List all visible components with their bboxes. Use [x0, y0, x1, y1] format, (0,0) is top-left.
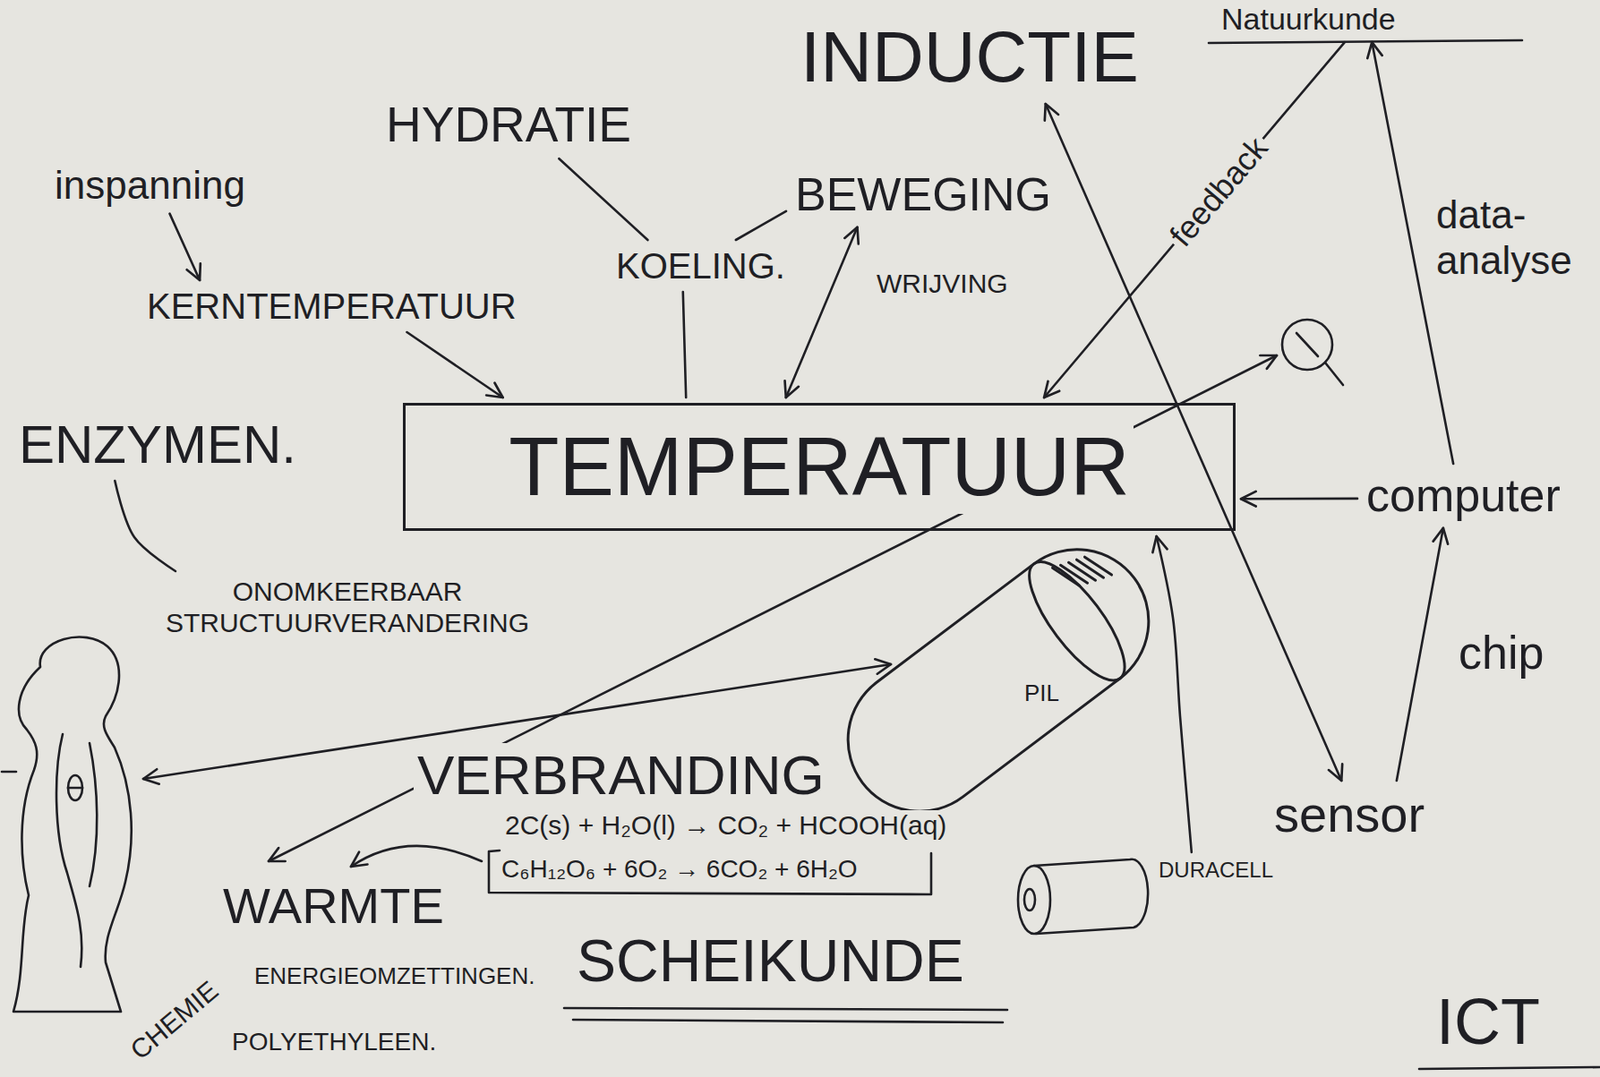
magnifier-symbol [1282, 319, 1344, 386]
node-text: HYDRATIE [382, 96, 635, 154]
node-text: TEMPERATUUR [504, 419, 1133, 515]
note: POLYETHYLEEN. [228, 1027, 440, 1057]
edge-tick [1, 770, 17, 774]
connector-label: WRIJVING [872, 268, 1012, 300]
connector-arrow [683, 291, 686, 398]
pill-shape: PIL [841, 546, 1156, 815]
equation: 2C(s) + H₂O(l) → CO₂ + HCOOH(aq) [501, 810, 950, 842]
connector-label: chip [1454, 626, 1548, 681]
node-text: KOELING. [612, 245, 789, 287]
topic-word: inspanning [51, 162, 249, 209]
connector-arrow [1156, 536, 1192, 853]
node-text: ENZYMEN. [15, 413, 300, 476]
connector-label: data-analyse [1432, 192, 1588, 283]
body-figure [13, 637, 132, 1012]
topic-word: BEWEGING [791, 168, 1055, 223]
subject-heading: CHEMIE [121, 973, 228, 1070]
node-text: DURACELL [1155, 857, 1277, 883]
connector-arrow [114, 480, 176, 572]
topic-word: WARMTE [219, 877, 448, 935]
node-text: BEWEGING [791, 168, 1055, 223]
connector-arrow [406, 332, 503, 398]
connector-arrow [786, 227, 858, 398]
battery-drawing [1018, 859, 1148, 934]
node-text: Natuurkunde [1217, 1, 1400, 37]
underline [564, 1008, 1008, 1023]
heading-word: VERBRANDING [413, 743, 829, 807]
underline [1419, 1067, 1600, 1070]
topic-word: computer [1362, 469, 1565, 523]
node-text: KERNTEMPERATUUR [143, 285, 521, 327]
subject-heading: SCHEIKUNDE [573, 927, 968, 996]
subject-heading: ICT [1432, 984, 1544, 1060]
body-inner-line [56, 734, 82, 967]
thermometer-symbol [68, 775, 83, 801]
node-text: sensor [1270, 786, 1429, 844]
underline [1208, 40, 1523, 43]
equation: C₆H₁₂O₆ + 6O₂ → 6CO₂ + 6H₂O [497, 855, 862, 884]
connector-arrow [1396, 528, 1444, 781]
equation-bracket [488, 850, 932, 895]
node-text: INDUCTIE [796, 16, 1143, 99]
central-box: TEMPERATUUR [402, 402, 1236, 531]
connector-arrow [558, 158, 648, 240]
topic-word: HYDRATIE [382, 96, 635, 154]
topic-word: INDUCTIE [796, 16, 1143, 99]
topic-word: ENZYMEN. [15, 413, 300, 476]
node-text: ONOMKEERBAAR STRUCTUURVERANDERING [132, 576, 563, 639]
node-text: computer [1362, 469, 1565, 523]
node-text: PIL [1020, 680, 1063, 708]
topic-word: KERNTEMPERATUUR [143, 285, 521, 327]
connector-arrow [170, 213, 201, 281]
connector-arrow [735, 211, 787, 240]
pill-outline [841, 546, 1156, 815]
thermometer-symbol [68, 787, 83, 790]
node-text: inspanning [51, 162, 249, 209]
topic-word: ONOMKEERBAAR STRUCTUURVERANDERING [132, 576, 563, 639]
brand-label: DURACELL [1155, 857, 1277, 883]
arrow-line [350, 846, 482, 867]
body-inner-line [89, 743, 97, 887]
connector-arrow [1240, 497, 1358, 501]
subject-heading: Natuurkunde [1217, 1, 1400, 37]
topic-word: sensor [1270, 786, 1429, 844]
node-text: WARMTE [219, 877, 448, 935]
note: ENERGIEOMZETTINGEN. [250, 963, 539, 991]
connector-label: feedback [1159, 127, 1277, 257]
topic-word: KOELING. [612, 245, 789, 287]
